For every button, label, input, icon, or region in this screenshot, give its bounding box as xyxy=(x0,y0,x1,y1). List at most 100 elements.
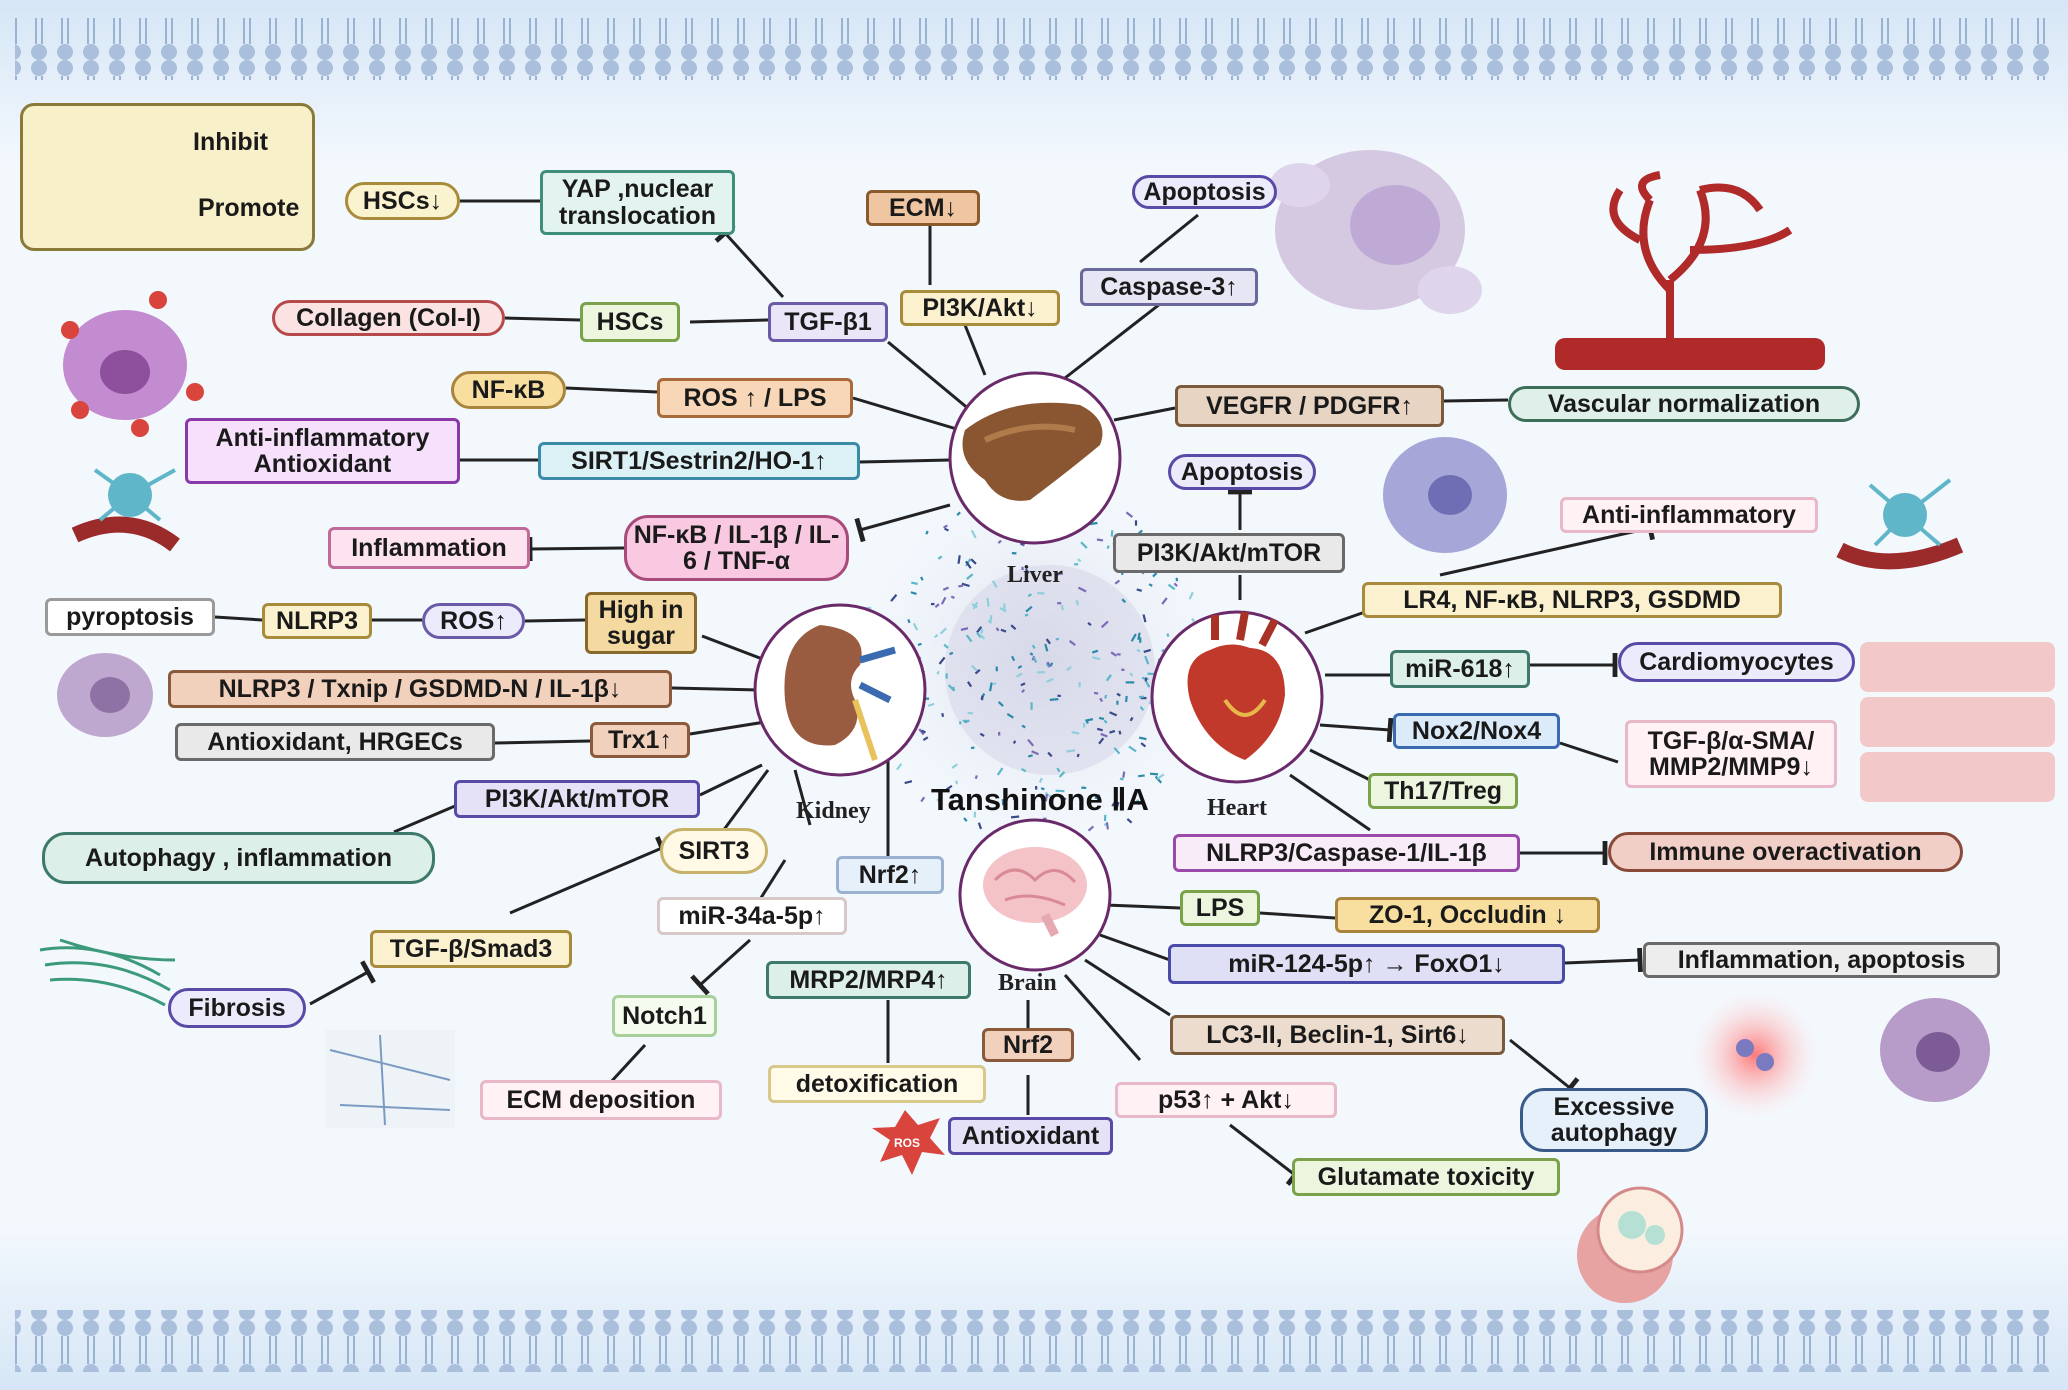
particle xyxy=(1027,593,1033,598)
particle xyxy=(970,529,977,539)
particle xyxy=(1017,665,1023,669)
brain-label: Brain xyxy=(998,970,1057,996)
particle xyxy=(1148,583,1153,587)
particle xyxy=(951,763,958,769)
particle xyxy=(1046,677,1054,683)
heart-lr4: LR4, NF-κB, NLRP3, GSDMD xyxy=(1362,582,1782,618)
heart-organ xyxy=(1150,610,1324,784)
particle xyxy=(1037,592,1045,595)
liver-nfkb: NF-κB xyxy=(451,371,566,409)
particle xyxy=(945,673,948,679)
particle xyxy=(1124,695,1128,703)
particle xyxy=(1103,719,1108,724)
particle xyxy=(1057,694,1061,698)
autophagosome-illustration xyxy=(1577,1186,1684,1303)
heart-immune-overactivation: Immune overactivation xyxy=(1608,832,1963,872)
particle xyxy=(1081,786,1087,790)
apoptotic-cell-illustration xyxy=(1270,150,1482,314)
particle xyxy=(1077,558,1082,563)
particle xyxy=(937,555,943,560)
particle xyxy=(974,775,978,780)
liver-label: Liver xyxy=(1007,562,1063,588)
particle xyxy=(949,651,954,656)
particle xyxy=(1144,655,1150,665)
particle xyxy=(1191,617,1195,623)
brain-nrf2-up: Nrf2↑ xyxy=(836,856,944,894)
particle xyxy=(973,811,977,818)
particle xyxy=(1143,648,1152,654)
particle xyxy=(1021,768,1027,773)
kidney-high-in-sugar: High in sugar xyxy=(585,592,697,654)
particle xyxy=(1044,793,1049,802)
particle xyxy=(980,695,984,701)
particle xyxy=(1055,637,1060,641)
liver-collagen: Collagen (Col-I) xyxy=(272,300,505,336)
particle xyxy=(1173,582,1178,587)
kidney-fibrosis: Fibrosis xyxy=(168,988,306,1028)
particle xyxy=(1016,672,1023,678)
particle xyxy=(921,729,927,734)
brain-glutamate-toxicity: Glutamate toxicity xyxy=(1292,1158,1560,1196)
particle xyxy=(1129,672,1134,677)
particle xyxy=(972,601,979,610)
particle xyxy=(917,642,922,647)
particle xyxy=(1147,672,1155,676)
inflammation-glow-illustration xyxy=(1690,990,1820,1120)
particle xyxy=(997,539,1002,544)
particle xyxy=(1121,668,1125,672)
particle xyxy=(1021,688,1026,693)
liver-ecm: ECM↓ xyxy=(866,190,980,226)
particle xyxy=(961,582,970,588)
particle xyxy=(945,784,953,791)
particle xyxy=(950,595,955,599)
kidney-pyroptosis: pyroptosis xyxy=(45,598,215,636)
brain-mrp: MRP2/MRP4↑ xyxy=(766,961,971,999)
particle xyxy=(1111,799,1118,807)
particle xyxy=(1098,737,1105,745)
particle xyxy=(967,711,973,715)
particle xyxy=(1136,588,1143,592)
liver-yap: YAP ,nuclear translocation xyxy=(540,170,735,235)
particle xyxy=(1077,586,1087,593)
particle xyxy=(1116,653,1121,656)
particle xyxy=(995,627,1000,632)
particle xyxy=(1025,605,1033,613)
particle xyxy=(965,634,973,643)
particle xyxy=(1125,681,1135,684)
kidney-mir34a: miR-34a-5p↑ xyxy=(657,897,847,935)
particle xyxy=(920,576,924,581)
particle xyxy=(958,584,964,588)
particle xyxy=(1122,771,1126,778)
particle xyxy=(1088,521,1098,526)
particle xyxy=(957,555,961,564)
heart-cardiomyocytes: Cardiomyocytes xyxy=(1618,642,1855,682)
particle xyxy=(1137,632,1141,640)
particle xyxy=(1114,579,1121,585)
particle xyxy=(1071,730,1080,735)
particle xyxy=(1055,789,1065,793)
particle xyxy=(1113,747,1121,755)
legend-promote-label: Promote xyxy=(198,194,300,222)
kidney-autophagy: Autophagy , inflammation xyxy=(42,832,435,884)
particle xyxy=(1060,604,1064,611)
autophagy-cell-illustration xyxy=(1880,998,1990,1102)
particle xyxy=(925,530,929,535)
kidney-nlrp3-txnip: NLRP3 / Txnip / GSDMD-N / IL-1β↓ xyxy=(168,670,672,708)
legend-inhibit-label: Inhibit xyxy=(193,128,268,156)
particle xyxy=(938,656,946,665)
particle xyxy=(1080,541,1088,549)
heart-pi3k-mtor: PI3K/Akt/mTOR xyxy=(1113,533,1345,573)
particle xyxy=(1075,600,1080,606)
liver-vascular-normalization: Vascular normalization xyxy=(1508,386,1860,422)
particle xyxy=(1006,712,1014,719)
kidney-trx1: Trx1↑ xyxy=(590,722,690,758)
particle xyxy=(1076,753,1080,758)
particle xyxy=(1056,767,1061,773)
particle xyxy=(1010,815,1020,819)
particle xyxy=(1098,716,1105,720)
particle xyxy=(1012,796,1017,801)
particle xyxy=(1054,572,1062,577)
particle xyxy=(1066,665,1072,672)
particle xyxy=(1104,694,1108,699)
particle xyxy=(1001,799,1005,806)
